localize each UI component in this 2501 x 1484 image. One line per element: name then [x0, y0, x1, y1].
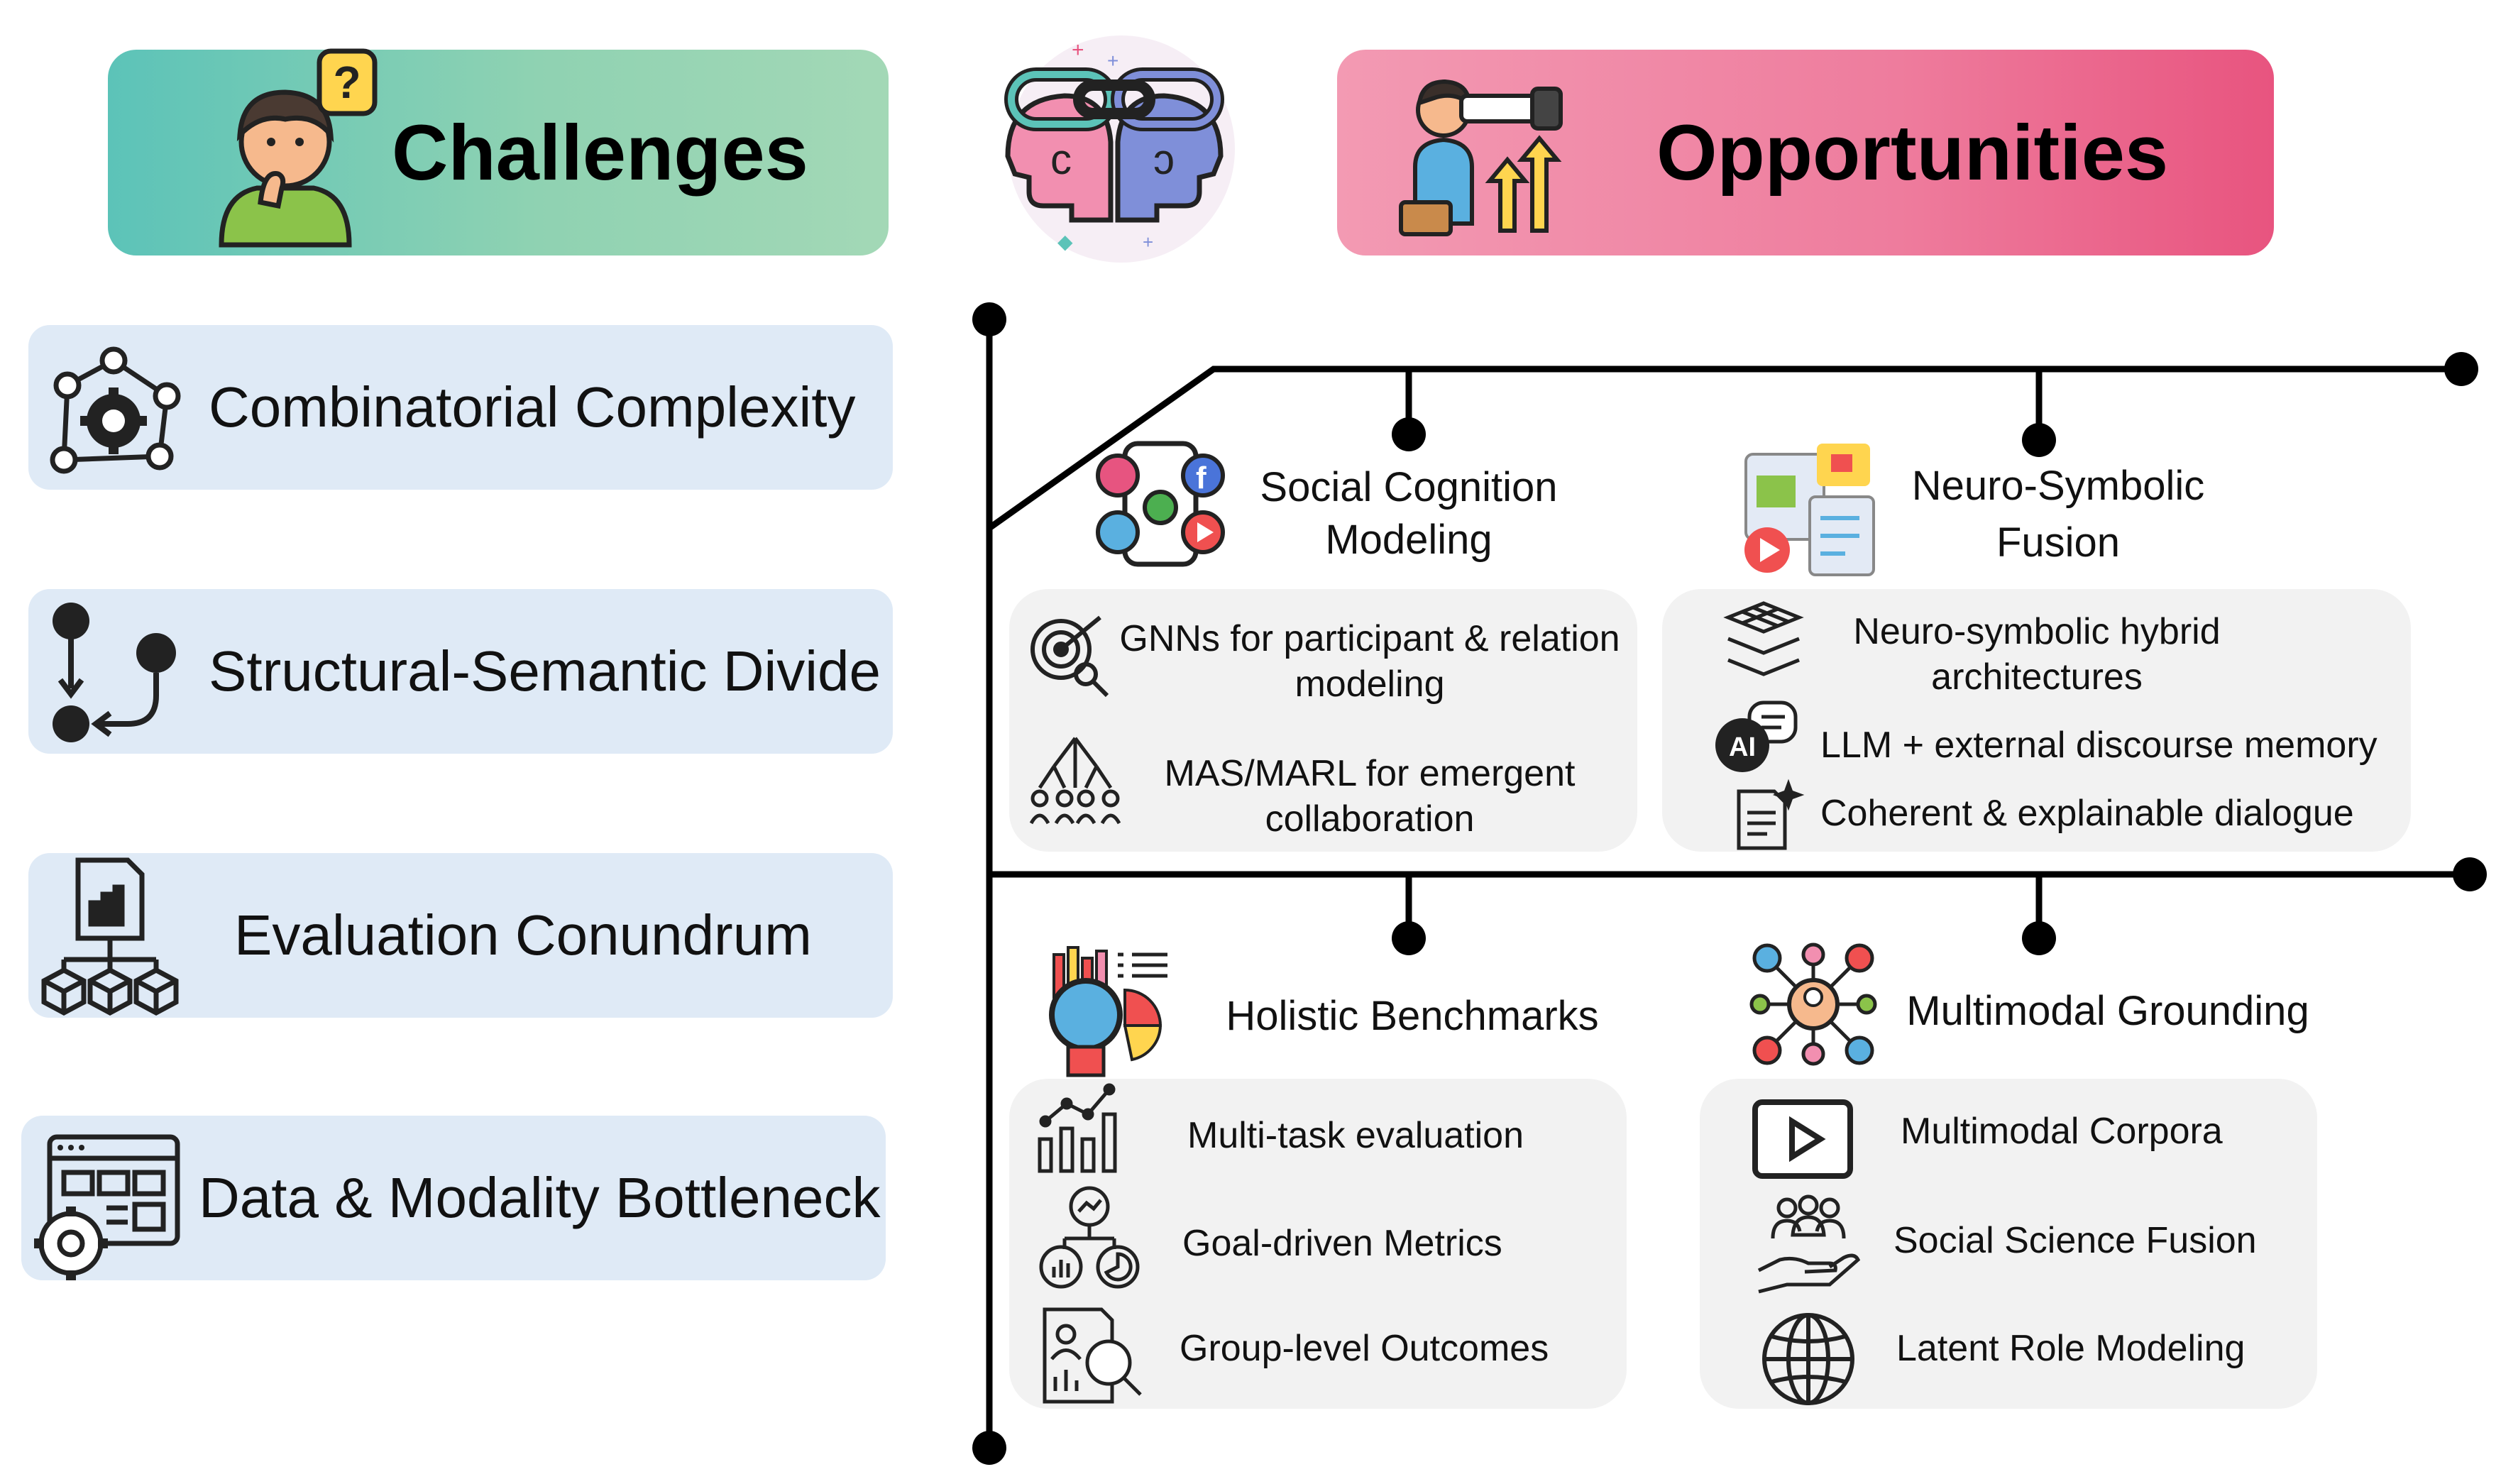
svg-text:AI: AI [1729, 732, 1756, 762]
latent-role-item: Latent Role Modeling [1896, 1328, 2246, 1369]
llm-memory-item: LLM + external discourse memory [1820, 725, 2378, 766]
analytics-magnifier-icon [1049, 946, 1167, 1077]
target-magnifier-icon [1030, 615, 1109, 698]
play-icon [1752, 1099, 1853, 1179]
media-document-icon [1744, 444, 1875, 576]
bar-trend-icon [1038, 1083, 1117, 1173]
svg-text:f: f [1196, 461, 1206, 495]
svg-text:?: ? [333, 57, 361, 108]
opportunities-title: Opportunities [1656, 109, 2169, 197]
document-sparkle-icon [1737, 779, 1805, 850]
hybrid-architectures-item: Neuro-symbolic hybrid architectures [1853, 611, 2221, 698]
svg-text:+: + [1143, 231, 1153, 253]
challenge-structural-semantic-divide: Structural-Semantic Divide [28, 589, 893, 754]
challenge-label: Combinatorial Complexity [209, 375, 856, 439]
coherent-dialogue-item: Coherent & explainable dialogue [1820, 793, 2354, 834]
thinking-person-icon: ? [219, 48, 378, 248]
challenge-label: Structural-Semantic Divide [209, 639, 881, 703]
challenge-data-modality-bottleneck: Data & Modality Bottleneck [21, 1116, 886, 1280]
svg-text:+: + [1072, 38, 1084, 62]
phone-social-icon: f [1096, 441, 1225, 567]
linked-heads-icon: c ɔ + + ◆ + [1004, 35, 1235, 263]
group-outcomes-item: Group-level Outcomes [1180, 1328, 1549, 1369]
report-search-icon [1043, 1307, 1142, 1404]
people-hand-icon [1757, 1194, 1861, 1294]
metrics-icon [1039, 1186, 1140, 1289]
challenge-label: Data & Modality Bottleneck [199, 1166, 881, 1229]
agent-network-icon [1029, 737, 1121, 825]
mas-marl-item: MAS/MARL for emergent collaboration [1164, 753, 1576, 840]
ai-chat-icon: AI [1715, 700, 1798, 772]
social-cognition-panel [1009, 589, 1637, 852]
svg-text:◆: ◆ [1057, 231, 1073, 253]
multi-task-item: Multi-task evaluation [1187, 1115, 1524, 1156]
multimodal-grounding-title: Multimodal Grounding [1906, 988, 2309, 1034]
layers-icon [1723, 601, 1804, 676]
goal-metrics-item: Goal-driven Metrics [1182, 1223, 1502, 1264]
node-arrows-icon [53, 603, 176, 742]
telescope-growth-icon [1399, 79, 1563, 236]
svg-text:c: c [1050, 136, 1072, 183]
challenges-header: ? Challenges [108, 48, 889, 255]
challenge-label: Evaluation Conundrum [234, 903, 812, 967]
gears-network-icon [50, 346, 181, 474]
social-cognition-title: Social Cognition Modeling [1260, 464, 1558, 563]
challenges-title: Challenges [392, 109, 808, 197]
social-science-item: Social Science Fusion [1893, 1220, 2257, 1261]
multimodal-corpora-item: Multimodal Corpora [1901, 1111, 2223, 1152]
challenge-combinatorial-complexity: Combinatorial Complexity [28, 325, 893, 490]
svg-text:ɔ: ɔ [1153, 136, 1175, 183]
holistic-benchmarks-title: Holistic Benchmarks [1226, 993, 1599, 1039]
dashboard-gear-icon [34, 1134, 180, 1280]
gnn-item: GNNs for participant & relation modeling [1119, 618, 1620, 705]
report-cubes-icon [41, 857, 179, 1016]
svg-text:+: + [1107, 50, 1118, 72]
challenge-evaluation-conundrum: Evaluation Conundrum [28, 853, 893, 1018]
opportunities-header: Opportunities [1337, 50, 2274, 255]
neuro-symbolic-title: Neuro-Symbolic Fusion [1911, 463, 2205, 566]
people-network-icon [1749, 942, 1877, 1066]
globe-icon [1762, 1313, 1854, 1405]
